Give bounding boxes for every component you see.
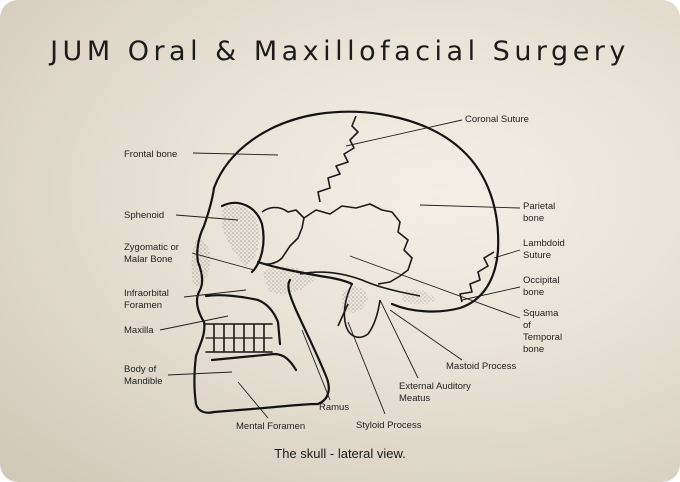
squamous-suture xyxy=(303,203,413,285)
label-lambdoid: Lambdoid Suture xyxy=(523,238,567,261)
maxilla-outline xyxy=(204,294,282,346)
cranium-outline xyxy=(212,110,500,313)
mastoid-outline xyxy=(343,283,381,339)
label-sphenoid: Sphenoid xyxy=(124,210,164,221)
poster-title: JUM Oral & Maxillofacial Surgery xyxy=(50,36,630,67)
temporal-squama-line xyxy=(299,271,421,297)
mandible-inner xyxy=(210,352,298,372)
label-squama: Squama of Temporal bone xyxy=(523,308,565,355)
label-body-mandible: Body of Mandible xyxy=(124,364,163,387)
label-frontal-bone: Frontal bone xyxy=(124,149,177,160)
label-infraorbital: Infraorbital Foramen xyxy=(124,288,172,311)
label-occipital: Occipital bone xyxy=(523,275,562,298)
label-ramus: Ramus xyxy=(319,402,349,413)
label-mastoid: Mastoid Process xyxy=(446,361,516,372)
ramus-outline xyxy=(287,278,330,406)
leader-lines xyxy=(159,119,521,419)
label-styloid: Styloid Process xyxy=(356,420,422,431)
orbit-shading xyxy=(222,204,260,266)
teeth xyxy=(203,323,273,353)
label-external-auditory: External Auditory Meatus xyxy=(399,381,473,404)
zygomatic-arch xyxy=(256,260,354,286)
sphenoid-border xyxy=(257,206,305,265)
label-maxilla: Maxilla xyxy=(124,325,154,336)
label-coronal-suture: Coronal Suture xyxy=(465,114,529,125)
label-mental-foramen: Mental Foramen xyxy=(236,421,305,432)
nasal-shading xyxy=(191,239,211,287)
lambdoid-suture-line xyxy=(459,251,495,303)
poster-caption: The skull - lateral view. xyxy=(274,446,406,461)
styloid-outline xyxy=(337,303,349,327)
face-outline xyxy=(193,186,320,414)
label-parietal: Parietal bone xyxy=(523,201,558,224)
orbit-rim xyxy=(220,201,265,274)
coronal-suture-line xyxy=(317,115,359,203)
squama-shading xyxy=(402,289,436,305)
label-zygomatic: Zygomatic or Malar Bone xyxy=(124,242,182,265)
